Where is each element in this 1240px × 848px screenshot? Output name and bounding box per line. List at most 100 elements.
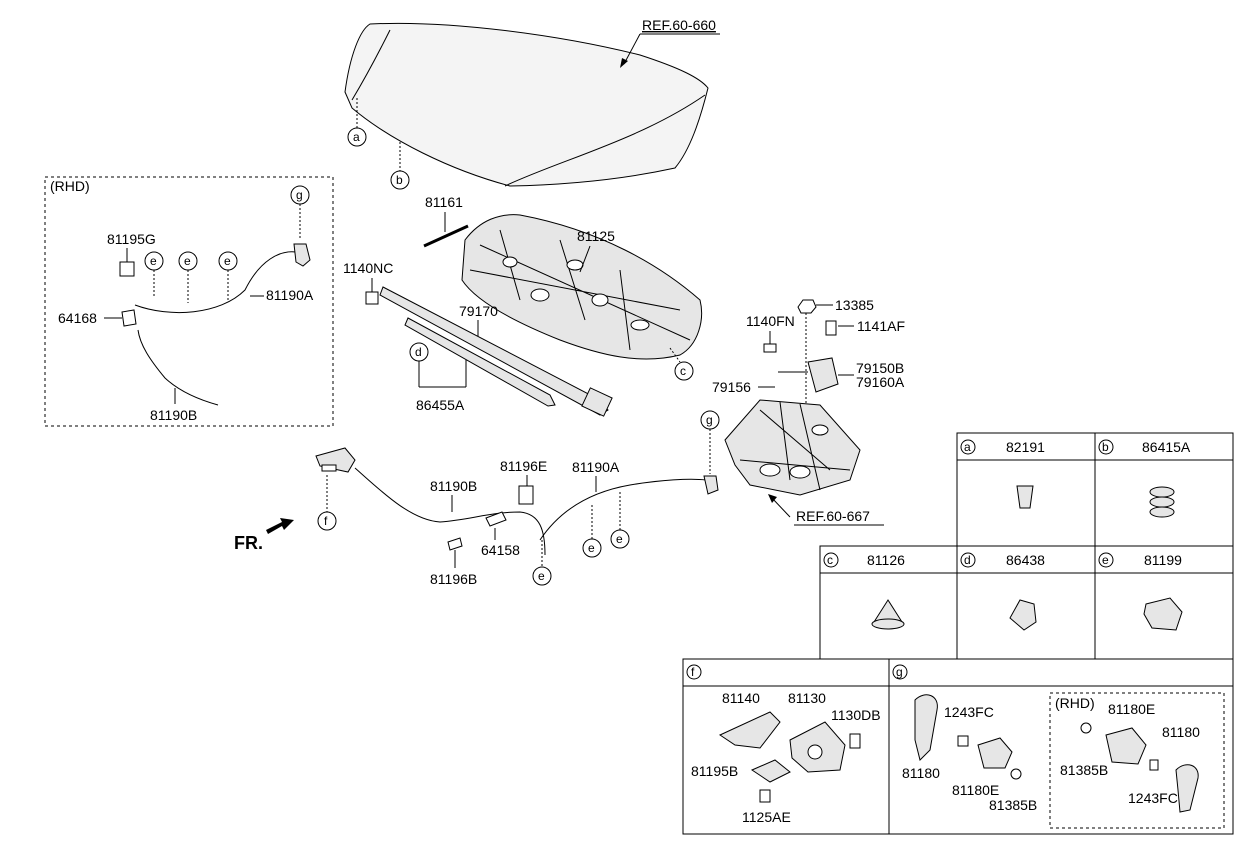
callout-g-text: g	[296, 188, 303, 202]
front-body-frame	[724, 399, 861, 496]
label-81180: 81180	[902, 765, 940, 781]
legend-callout-d	[960, 552, 976, 568]
bolt-1130DB-icon	[849, 733, 861, 749]
callout-b-text: b	[396, 173, 403, 187]
bolt-1141AF	[825, 320, 837, 336]
callout-e-text: e	[224, 254, 231, 268]
label-81125: 81125	[577, 228, 615, 244]
callout-b-hood	[390, 170, 410, 190]
label-81130: 81130	[788, 690, 826, 706]
legend-key-e: e	[1102, 553, 1109, 567]
legend-key-d: d	[964, 553, 971, 567]
label-64158: 64158	[481, 542, 520, 558]
label-86455A: 86455A	[416, 397, 465, 413]
legend-callout-e	[1098, 552, 1114, 568]
stopper-86415A-icon	[1149, 486, 1175, 518]
label-81190A-rhd: 81190A	[266, 287, 314, 303]
nut-13385	[797, 299, 817, 314]
label-1243FC: 1243FC	[944, 704, 994, 720]
label-1141AF: 1141AF	[857, 318, 905, 334]
callout-e-text: e	[616, 532, 623, 546]
release-lever-81140-icon	[718, 711, 781, 749]
release-cable-rhd	[134, 251, 297, 313]
callout-e-main-1	[532, 566, 552, 586]
legend-part-81199: 81199	[1144, 552, 1182, 568]
nut-81385B-icon	[1010, 768, 1022, 780]
legend-callout-b	[1098, 439, 1114, 455]
label-81385B: 81385B	[989, 797, 1037, 813]
callout-f-main	[317, 511, 337, 531]
legend-key-c: c	[827, 553, 833, 567]
hood-latch	[807, 357, 839, 393]
bolt-1125AE-icon	[759, 789, 771, 803]
callout-g-text: g	[706, 413, 713, 427]
callout-d-text: d	[415, 345, 422, 359]
spring-81195B-icon	[750, 759, 791, 783]
legend-key-a: a	[964, 440, 971, 454]
label-79170: 79170	[459, 303, 498, 319]
callout-e-text: e	[184, 254, 191, 268]
handle-81180-rhd-icon	[1175, 764, 1199, 813]
label-81196E: 81196E	[500, 458, 547, 474]
label-81140: 81140	[722, 690, 760, 706]
hood-panel	[344, 22, 709, 187]
label-81195B: 81195B	[691, 763, 738, 779]
screw-1243FC-icon	[957, 735, 969, 747]
bumper-82191-icon	[1016, 485, 1034, 509]
label-81180E: 81180E	[952, 782, 999, 798]
front-arrow-icon	[266, 518, 294, 534]
callout-e-text: e	[538, 569, 545, 583]
clip-64158	[485, 511, 507, 527]
label-81190A: 81190A	[572, 459, 620, 475]
clip-81199-icon	[1143, 597, 1183, 631]
legend-key-b: b	[1102, 440, 1109, 454]
label-1140NC: 1140NC	[343, 260, 393, 276]
label-79160A: 79160A	[856, 374, 905, 390]
label-1243FC-rhd: 1243FC	[1128, 790, 1178, 806]
label-13385: 13385	[835, 297, 874, 313]
label-79150B: 79150B	[856, 360, 904, 376]
label-79156: 79156	[712, 379, 751, 395]
label-81190B-rhd: 81190B	[150, 407, 197, 423]
legend-part-86438: 86438	[1006, 552, 1045, 568]
bolt-1140FN	[763, 343, 777, 353]
release-handle-main	[703, 475, 719, 495]
latch-release-lever	[315, 447, 356, 473]
legend-part-81126: 81126	[867, 552, 905, 568]
bracket-81180E-icon	[977, 737, 1013, 769]
callout-f-text: f	[324, 514, 328, 528]
legend-part-82191: 82191	[1006, 439, 1045, 455]
label-81195G-rhd: 81195G	[107, 231, 156, 247]
label-81180E-rhd: 81180E	[1108, 701, 1155, 717]
bolt-81196B	[447, 537, 463, 551]
callout-c-text: c	[680, 364, 686, 378]
label-64168: 64168	[58, 310, 97, 326]
clip-86438-icon	[1009, 599, 1037, 631]
legend-part-86415A: 86415A	[1142, 439, 1191, 455]
label-1140FN: 1140FN	[746, 313, 795, 329]
label-81190B: 81190B	[430, 478, 477, 494]
panel-f-key: f	[691, 665, 695, 679]
label-1130DB: 1130DB	[831, 707, 881, 723]
panel-g-rhd-box	[1049, 692, 1225, 829]
handle-81180-icon	[914, 694, 938, 761]
hood-insulator	[461, 214, 703, 360]
callout-c-insulator	[674, 361, 694, 381]
legend-callout-a	[960, 439, 976, 455]
label-81161: 81161	[425, 194, 463, 210]
callout-a-hood	[347, 127, 367, 147]
bracket-81196E	[518, 485, 534, 505]
label-81385B-rhd: 81385B	[1060, 762, 1108, 778]
panel-g-key: g	[896, 665, 903, 679]
bracket-81195G	[119, 261, 135, 277]
release-cable-b	[354, 467, 546, 556]
release-cable-a	[539, 478, 707, 541]
bracket-81180E-rhd-icon	[1105, 727, 1147, 765]
hood-stay-rod	[423, 224, 469, 248]
ref-hood: REF.60-660	[642, 17, 716, 33]
callout-e-text: e	[150, 254, 157, 268]
label-81180-rhd: 81180	[1162, 724, 1200, 740]
rhd-box-title: (RHD)	[50, 178, 90, 194]
front-direction-label: FR.	[234, 533, 263, 553]
